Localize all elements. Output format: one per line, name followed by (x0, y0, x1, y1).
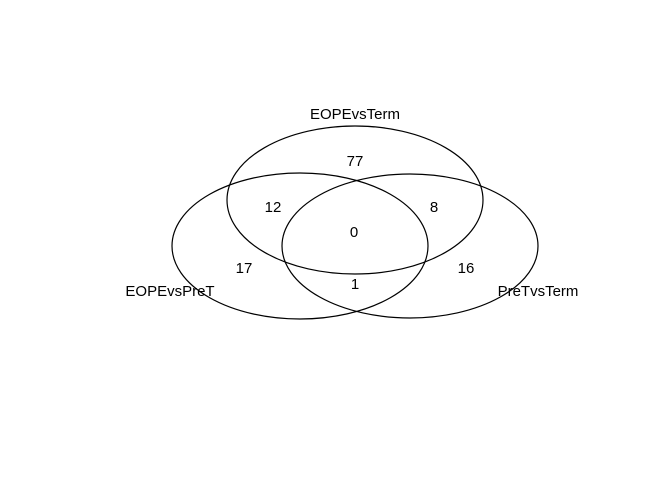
count-all-three: 0 (350, 224, 358, 241)
set-ellipse-eopevsterm (226, 125, 484, 275)
set-ellipse-pretvsterm (281, 173, 539, 319)
set-label-eopevsterm: EOPEvsTerm (310, 106, 400, 123)
count-eopevsterm-only: 77 (347, 153, 364, 170)
count-eopevspret-only: 17 (236, 260, 253, 277)
set-label-eopevspret: EOPEvsPreT (125, 283, 214, 300)
count-eopevspret-pretvsterm: 1 (351, 276, 359, 293)
count-eopevsterm-eopevspret: 12 (265, 199, 282, 216)
count-eopevsterm-pretvsterm: 8 (430, 199, 438, 216)
set-ellipse-eopevspret (171, 172, 429, 320)
count-pretvsterm-only: 16 (458, 260, 475, 277)
set-label-pretvsterm: PreTvsTerm (498, 283, 579, 300)
